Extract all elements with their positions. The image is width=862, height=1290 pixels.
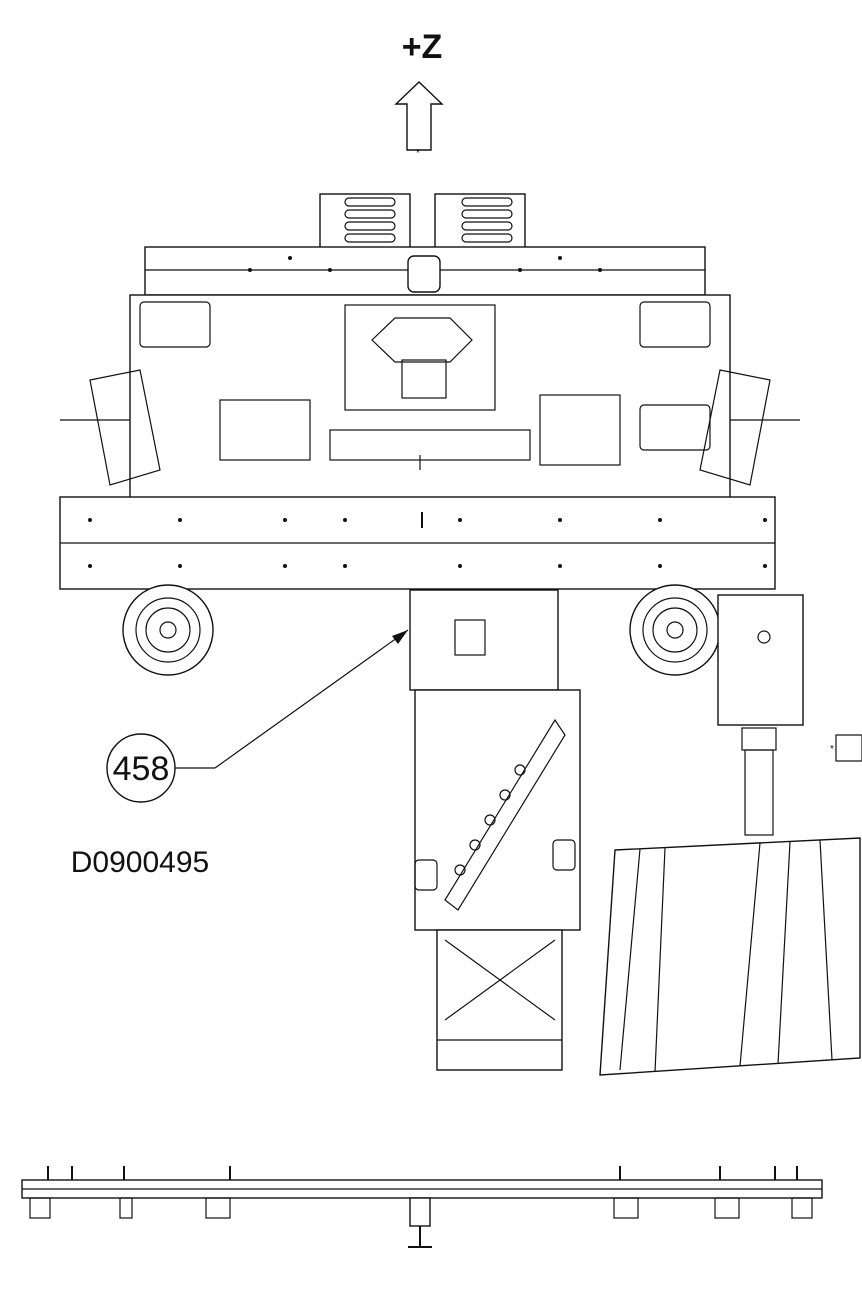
upper-frame [144,246,706,296]
svg-text:*: * [830,744,834,755]
callout-item-number: 458 [113,750,170,788]
wheel-left [122,584,214,676]
axis-label: +Z [402,28,443,66]
callout-458: 458 D0900495 [71,629,409,879]
central-assembly [60,294,800,501]
counterweight-stack-right [434,193,526,250]
z-direction-arrow-icon [394,81,444,151]
main-beam [59,496,776,590]
bottom-rail [21,1166,823,1248]
central-column [409,589,581,1071]
tapered-panel [599,837,861,1076]
asterisk-mark: * [416,148,420,159]
callout-drawing-number: D0900495 [71,846,209,879]
wheel-right [629,584,721,676]
counterweight-stack-left [319,193,411,250]
side-cabinet: * [717,594,862,836]
